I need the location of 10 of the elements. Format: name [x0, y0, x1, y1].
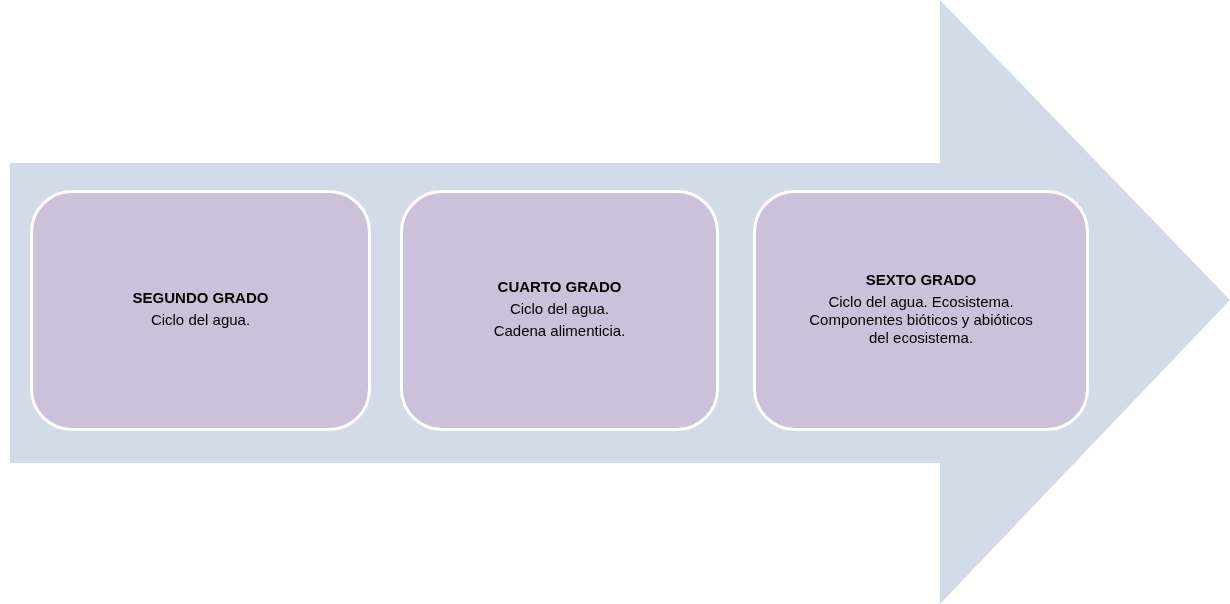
card-heading: CUARTO GRADO [497, 277, 622, 296]
grade-card [30, 190, 371, 431]
card-text: Ciclo del agua. Ecosistema. Componentes bióticos y abióticos del ecosistema. [808, 292, 1034, 347]
grade-card [400, 190, 719, 431]
card-heading: SEGUNDO GRADO [132, 288, 269, 307]
grade-card [753, 190, 1089, 431]
card-text: Cadena alimenticia. [493, 321, 626, 340]
card-text: Ciclo del agua. [509, 299, 610, 318]
card-heading: SEXTO GRADO [865, 270, 977, 289]
card-text: Ciclo del agua. [150, 310, 251, 329]
